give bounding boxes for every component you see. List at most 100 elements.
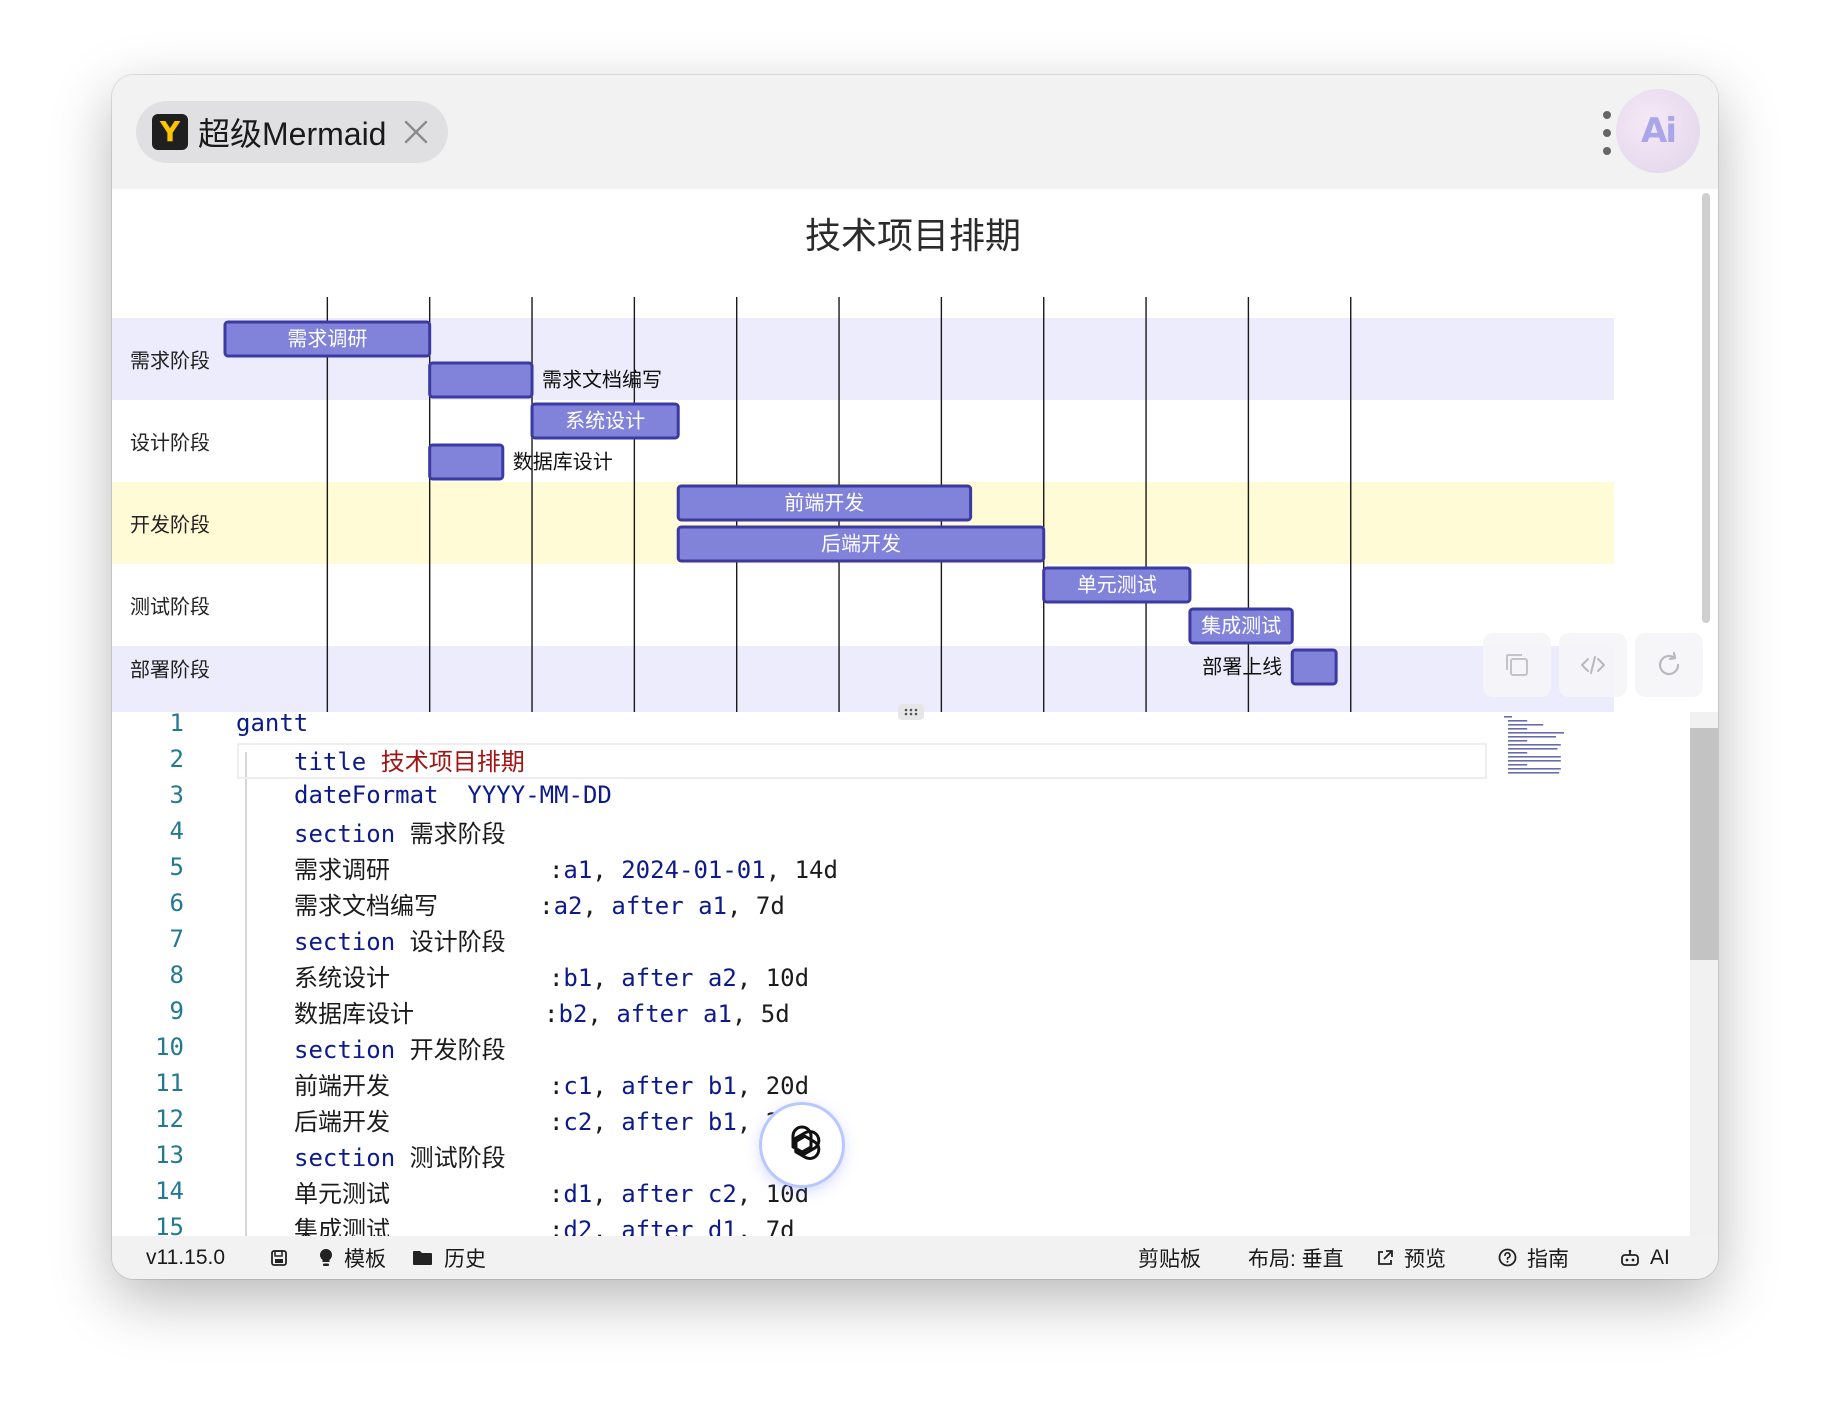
code-token: b2 (558, 999, 588, 1028)
code-line[interactable]: 13 section 测试阶段 (112, 1137, 1718, 1173)
task-bar (530, 402, 680, 440)
line-number: 6 (169, 889, 184, 917)
code-token: dateFormat YYYY-MM-DD (294, 781, 612, 809)
code-token: after d1 (621, 1215, 737, 1237)
copy-button[interactable] (1483, 633, 1551, 697)
code-token: 需求文档编写 : (294, 891, 554, 920)
line-text: 需求调研 :a1, 2024-01-01, 14d (294, 850, 838, 885)
editor-scrollbar-thumb[interactable] (1690, 728, 1718, 960)
line-number: 13 (155, 1141, 184, 1169)
templates-button[interactable]: 模板 (318, 1236, 386, 1279)
preview-toolbar (1483, 633, 1703, 697)
close-icon[interactable] (402, 118, 430, 146)
line-text: 数据库设计 :b2, after a1, 5d (294, 994, 790, 1029)
minimap-line (1508, 740, 1528, 742)
ai-assistant-button[interactable]: Ai (1616, 89, 1700, 173)
code-line[interactable]: 15 集成测试 :d2, after d1, 7d (112, 1209, 1718, 1236)
task-bar (1290, 648, 1338, 686)
ai-avatar-label: Ai (1641, 111, 1677, 151)
clipboard-button[interactable]: 剪贴板 (1138, 1236, 1201, 1279)
code-token: , 14d (765, 855, 838, 884)
code-token: 集成测试 : (294, 1215, 564, 1237)
code-token: after a1 (616, 999, 732, 1028)
task-label: 数据库设计 (513, 450, 613, 473)
preview-scrollbar[interactable] (1702, 193, 1710, 623)
more-options-icon[interactable] (1600, 111, 1614, 155)
code-icon (1581, 656, 1605, 674)
minimap-line (1508, 744, 1561, 746)
guide-button[interactable]: 指南 (1498, 1236, 1569, 1279)
code-token: , (587, 999, 617, 1028)
section-band-2 (112, 400, 1614, 482)
line-text: 单元测试 :d1, after c2, 10d (294, 1174, 809, 1209)
code-token: , 7d (736, 1215, 795, 1237)
code-token: 设计阶段 (395, 927, 506, 956)
code-token: 需求阶段 (395, 819, 506, 848)
chatgpt-button[interactable] (762, 1105, 842, 1185)
task-label: 集成测试 (1201, 614, 1281, 637)
code-token: , (592, 1215, 622, 1237)
minimap-line (1508, 736, 1556, 738)
code-minimap[interactable] (1502, 714, 1582, 784)
task-bar (1188, 607, 1294, 645)
code-token: , (592, 1107, 622, 1136)
code-token: after a2 (621, 963, 737, 992)
code-token: , 20d (736, 1071, 810, 1100)
save-button[interactable] (270, 1236, 288, 1279)
code-token: , (582, 891, 612, 920)
ai-button[interactable]: AI (1620, 1236, 1670, 1279)
line-text: 集成测试 :d2, after d1, 7d (294, 1210, 795, 1237)
lightbulb-icon (319, 1248, 333, 1266)
line-number: 15 (155, 1213, 184, 1236)
version-text: v11.15.0 (146, 1245, 226, 1269)
line-text: title 技术项目排期 (294, 742, 525, 777)
code-view-button[interactable] (1559, 633, 1627, 697)
task-label: 单元测试 (1077, 573, 1157, 596)
code-token: c1 (563, 1071, 593, 1100)
code-token: 测试阶段 (395, 1143, 506, 1172)
layout-label: 布局: 垂直 (1248, 1247, 1344, 1271)
line-text: section 开发阶段 (294, 1030, 506, 1065)
code-token: a2 (553, 891, 583, 920)
copy-icon (1506, 654, 1528, 676)
indent-guide (245, 752, 247, 1236)
history-button[interactable]: 历史 (412, 1236, 486, 1279)
refresh-button[interactable] (1635, 633, 1703, 697)
code-token: section (294, 1143, 396, 1172)
diagram-title: 技术项目排期 (804, 215, 1021, 256)
code-token: 单元测试 : (294, 1179, 564, 1208)
document-tab[interactable]: Y 超级Mermaid (136, 101, 448, 163)
code-token: , 10d (736, 963, 810, 992)
layout-toggle[interactable]: 布局: 垂直 (1248, 1236, 1344, 1279)
task-bar (223, 320, 432, 358)
line-text: section 设计阶段 (294, 922, 506, 957)
code-token: after c2 (621, 1179, 737, 1208)
code-token: a1 (563, 855, 593, 884)
minimap-line (1508, 728, 1528, 730)
code-token: , 5d (731, 999, 790, 1028)
preview-button[interactable]: 预览 (1376, 1236, 1446, 1279)
folder-icon (413, 1250, 432, 1265)
app-logo-letter: Y (159, 115, 181, 148)
templates-label: 模板 (344, 1247, 386, 1271)
split-drag-handle[interactable] (898, 704, 924, 720)
code-token: section (294, 927, 396, 956)
save-icon (271, 1249, 287, 1266)
code-line[interactable]: 5 需求调研 :a1, 2024-01-01, 14d (112, 849, 1718, 885)
openai-icon (789, 1125, 824, 1164)
line-number: 5 (169, 853, 184, 881)
gantt-chart: 需求阶段设计阶段开发阶段测试阶段部署阶段需求调研需求文档编写系统设计数据库设计前… (112, 297, 1614, 712)
